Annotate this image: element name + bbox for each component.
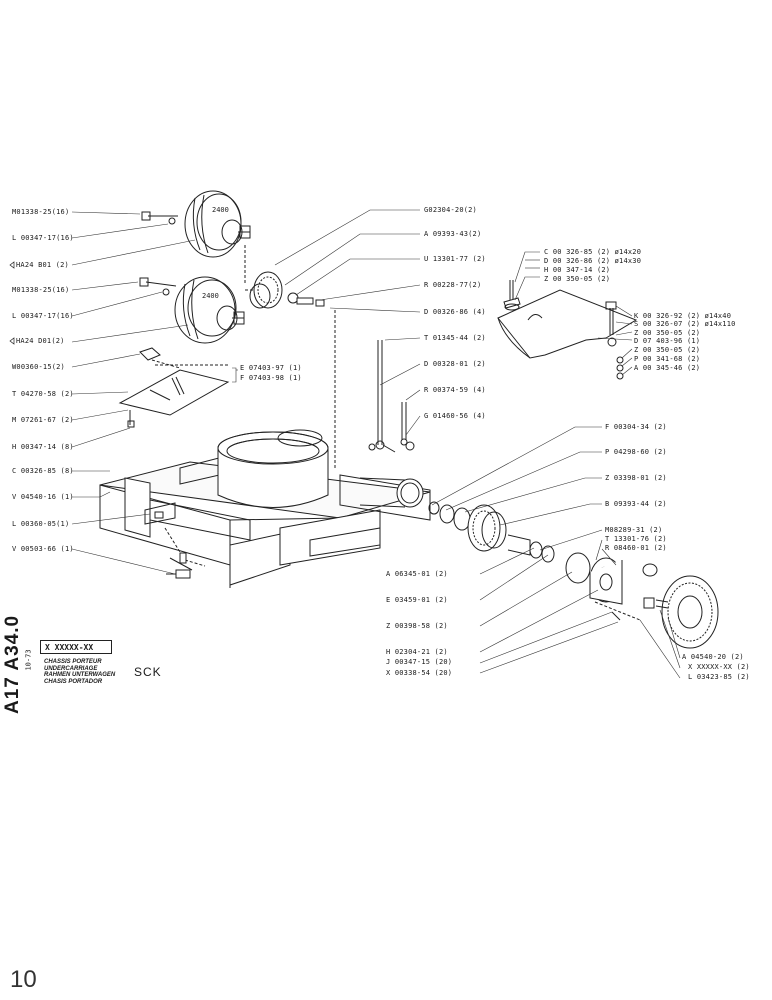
date-code: 10-73: [24, 649, 33, 671]
callout-label: T 01345-44 (2): [424, 334, 486, 342]
callout-label: B 09393-44 (2): [605, 500, 667, 508]
callout-label: F 00304-34 (2): [605, 423, 667, 431]
callout-label: P 00 341-68 (2): [634, 355, 701, 363]
callout-label: K 00 326-92 (2) ø14x40: [634, 312, 732, 320]
callout-label: E 07403-97 (1): [240, 364, 302, 372]
leader-lines: [71, 209, 681, 679]
callout-label: V 04540-16 (1): [12, 493, 74, 501]
callout-label: D 07 403-96 (1): [634, 337, 701, 345]
callout-label: Z 03398-01 (2): [605, 474, 667, 482]
callout-label: D 00328-01 (2): [424, 360, 486, 368]
title-line-de: RAHMEN UNTERWAGEN: [44, 672, 116, 678]
ha24-b01-marker-icon: [9, 261, 15, 269]
slewing-ring: [217, 429, 329, 508]
callout-label: Z 00 350-05 (2): [634, 329, 701, 337]
guard-plate: [497, 280, 638, 380]
callout-label: R 08460-01 (2): [605, 544, 667, 552]
callout-label: A 06345-01 (2): [386, 570, 448, 578]
callout-label: H 00 347-14 (2): [544, 266, 611, 274]
callout-label: J 00347-15 (20): [386, 658, 453, 666]
callout-label: M01338-25(16): [12, 286, 70, 294]
pinion-gear: [244, 245, 336, 470]
callout-label: M 07261-67 (2): [12, 416, 74, 424]
callout-label: HA24 D01(2): [16, 337, 65, 345]
callout-label: X XXXXX-XX (2): [688, 663, 750, 671]
callout-label: L 00347-17(16): [12, 312, 74, 320]
tension-bolts: [368, 340, 415, 453]
hydraulic-motor-upper: [141, 190, 251, 258]
axle-tube: [359, 477, 424, 508]
callout-label: M01338-25(16): [12, 208, 70, 216]
title-line-fr: CHASSIS PORTEUR: [44, 659, 102, 665]
title-line-en: UNDERCARRIAGE: [44, 665, 98, 672]
callout-label: C 00326-85 (8): [12, 467, 74, 475]
wheel-mark-lower: 2400: [202, 292, 219, 300]
callout-label: L 00360-05(1): [12, 520, 70, 528]
ha24-d01-marker-icon: [9, 337, 15, 345]
callout-label: R 00228-77(2): [424, 281, 482, 289]
callout-label: A 04540-20 (2): [682, 653, 744, 661]
sheet-code: A17 A34.0: [2, 614, 23, 714]
callout-label: W00360-15(2): [12, 363, 65, 371]
callout-label: R 00374-59 (4): [424, 386, 486, 394]
callout-label: A 09393-43(2): [424, 230, 482, 238]
callout-label: D 00 326-86 (2) ø14x30: [544, 257, 642, 265]
callout-label: T 13301-76 (2): [605, 535, 667, 543]
callout-label: Z 00398-58 (2): [386, 622, 448, 630]
callout-label: Z 00 350-05 (2): [634, 346, 701, 354]
callout-label: H 00347-14 (8): [12, 443, 74, 451]
callout-label: P 04298-60 (2): [605, 448, 667, 456]
callout-label: X 00338-54 (20): [386, 669, 453, 677]
callout-label: HA24 B01 (2): [16, 261, 69, 269]
title-line-es: CHASIS PORTADOR: [44, 678, 103, 685]
callout-label: G 01460-56 (4): [424, 412, 486, 420]
cover-plate: [118, 347, 230, 428]
callout-label: Z 00 350-05 (2): [544, 275, 611, 283]
hydraulic-motor-lower: [139, 276, 245, 344]
callout-label: S 00 326-07 (2) ø14x110: [634, 320, 736, 328]
callout-label: A 00 345-46 (2): [634, 364, 701, 372]
model-code: SCK: [134, 665, 162, 679]
callout-label: G02304-20(2): [424, 206, 477, 214]
pin-assembly: [154, 511, 206, 579]
reference-box: X XXXXX-XX: [40, 640, 112, 654]
callout-label: F 07403-98 (1): [240, 374, 302, 382]
callout-label: D 00326-86 (4): [424, 308, 486, 316]
callout-label: T 04270-58 (2): [12, 390, 74, 398]
title-lines: CHASSIS PORTEUR UNDERCARRIAGE RAHMEN UNT…: [44, 659, 115, 685]
callout-label: E 03459-01 (2): [386, 596, 448, 604]
page-number: 10: [10, 966, 37, 993]
callout-label: U 13301-77 (2): [424, 255, 486, 263]
callout-label: M08289-31 (2): [605, 526, 663, 534]
callout-label: C 00 326-85 (2) ø14x20: [544, 248, 642, 256]
drive-gear-train: [428, 501, 719, 649]
callout-label: H 02304-21 (2): [386, 648, 448, 656]
callout-label: V 00503-66 (1): [12, 545, 74, 553]
callout-label: L 03423-85 (2): [688, 673, 750, 681]
callout-label: L 00347-17(16): [12, 234, 74, 242]
wheel-mark-upper: 2400: [212, 206, 229, 214]
